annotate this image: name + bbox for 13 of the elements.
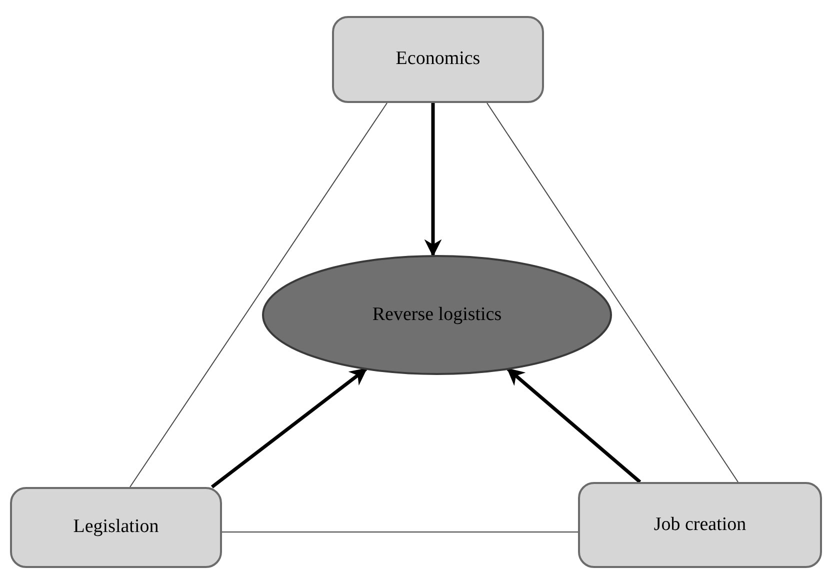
connector-line [130, 102, 388, 488]
node-label: Reverse logistics [372, 302, 502, 327]
node-label: Legislation [73, 515, 159, 540]
process-box [332, 16, 544, 103]
arrow [210, 368, 368, 488]
node-label: Job creation [654, 512, 746, 537]
node-label: Economics [396, 47, 480, 72]
arrow [506, 368, 642, 484]
ellipse-node [262, 255, 612, 375]
process-box [578, 482, 822, 568]
connector-line [486, 102, 738, 482]
process-box [10, 487, 222, 568]
arrow [424, 103, 442, 257]
